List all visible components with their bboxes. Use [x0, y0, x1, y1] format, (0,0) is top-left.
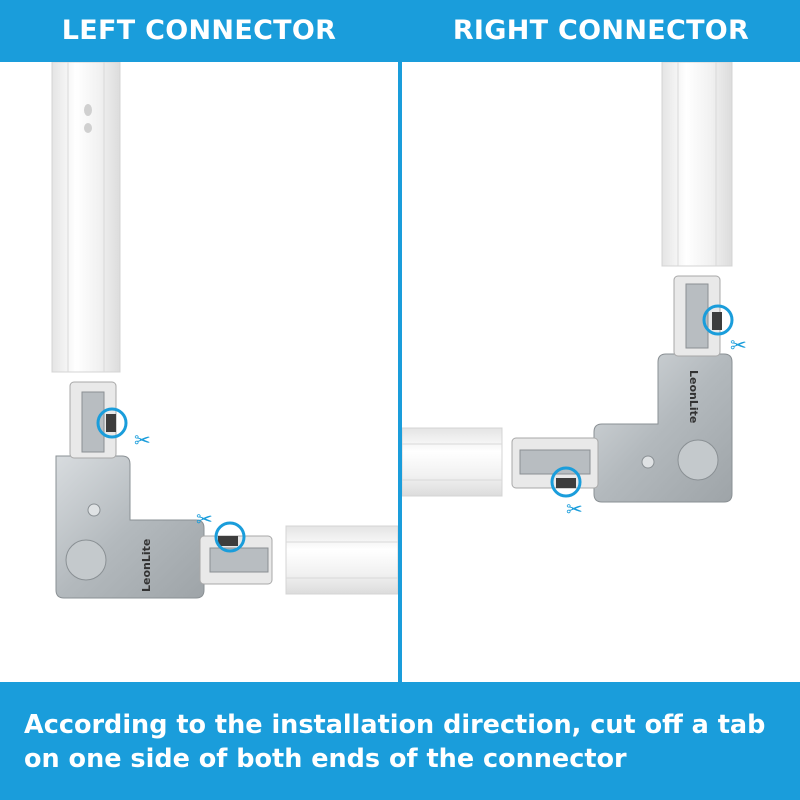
scissors-icon: ✂ — [134, 428, 151, 452]
scissors-icon: ✂ — [566, 497, 583, 521]
track-rail-horizontal-left — [285, 525, 399, 595]
cut-tab-marker-left-top: ✂ — [96, 407, 151, 452]
l-connector-left — [55, 381, 273, 599]
cut-tab-marker-left-side: ✂ — [196, 507, 246, 553]
instruction-text: According to the installation direction,… — [24, 708, 784, 776]
installation-scene: ✂ ✂ — [51, 61, 747, 599]
scissors-icon: ✂ — [196, 507, 213, 531]
track-rail-horizontal-right — [401, 427, 503, 497]
right-connector-scene: LeonLite ✂ ✂ — [401, 61, 747, 521]
track-rail-vertical-left — [51, 61, 121, 373]
panel-divider — [398, 0, 402, 682]
right-connector-heading: RIGHT CONNECTOR — [452, 15, 750, 46]
instruction-line-2: on one side of both ends of the connecto… — [24, 744, 627, 774]
cut-tab-marker-right-top: ✂ — [702, 304, 747, 357]
brand-label-left: LeonLite — [140, 539, 153, 592]
cut-tab-marker-right-side: ✂ — [550, 466, 583, 521]
l-connector-right: LeonLite — [511, 275, 733, 503]
scissors-icon: ✂ — [730, 333, 747, 357]
track-rail-vertical-right — [661, 61, 733, 267]
bottom-banner: According to the installation direction,… — [0, 682, 800, 800]
brand-label: LeonLite — [687, 370, 700, 423]
instruction-line-1: According to the installation direction,… — [24, 710, 766, 740]
left-connector-heading: LEFT CONNECTOR — [61, 15, 337, 46]
left-connector-scene: ✂ ✂ — [51, 61, 399, 599]
